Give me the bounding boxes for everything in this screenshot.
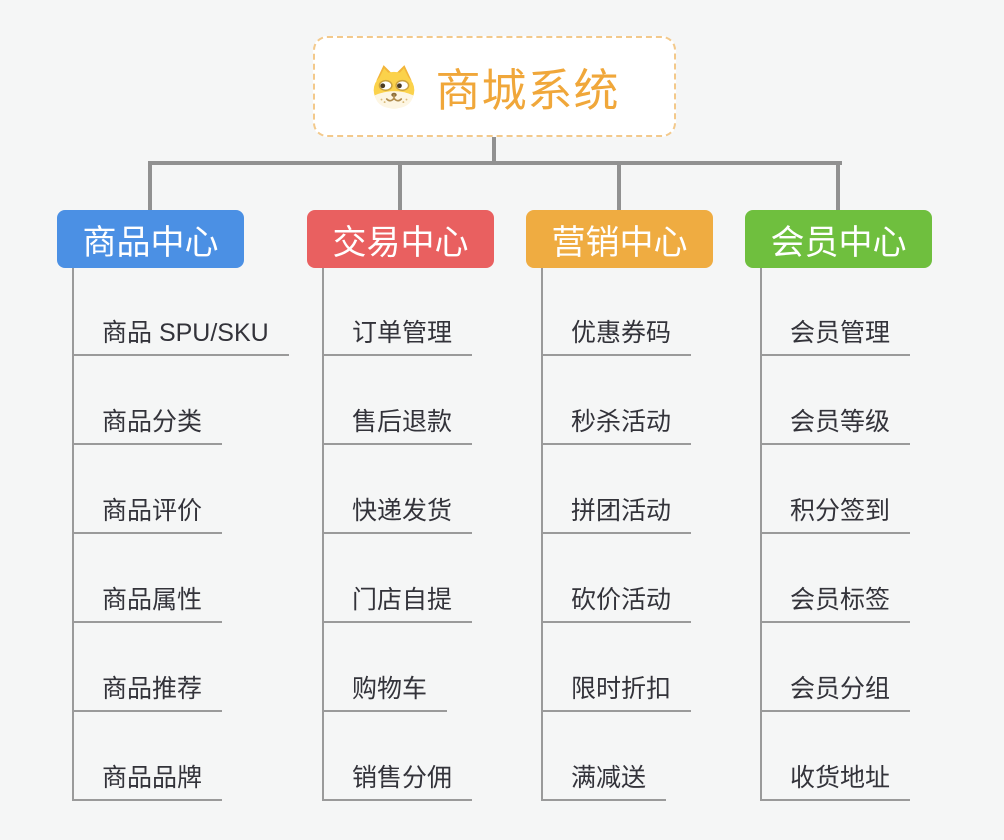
child-node[interactable]: 收货地址 <box>760 765 911 801</box>
connector-spine-product <box>72 268 74 801</box>
doge-icon <box>374 64 415 108</box>
child-node[interactable]: 商品 SPU/SKU <box>72 320 289 356</box>
connector-root-drop <box>492 137 496 164</box>
connector-drop-product <box>148 161 152 211</box>
child-node[interactable]: 售后退款 <box>322 409 473 445</box>
root-node-mall-system[interactable]: 商城系统 <box>313 36 676 137</box>
child-node[interactable]: 秒杀活动 <box>541 409 692 445</box>
connector-drop-trade <box>398 161 402 211</box>
child-node[interactable]: 订单管理 <box>322 320 473 356</box>
child-node[interactable]: 砍价活动 <box>541 587 692 623</box>
connector-drop-marketing <box>617 161 621 211</box>
child-node[interactable]: 拼团活动 <box>541 498 692 534</box>
child-node[interactable]: 商品评价 <box>72 498 223 534</box>
branch-label: 会员中心 <box>770 223 907 262</box>
connector-spine-member <box>760 268 762 801</box>
root-title: 商城系统 <box>435 65 620 116</box>
connector-trunk <box>148 161 842 165</box>
child-node[interactable]: 商品属性 <box>72 587 223 623</box>
child-node[interactable]: 商品品牌 <box>72 765 223 801</box>
child-node[interactable]: 满减送 <box>541 765 667 801</box>
branch-trade-center[interactable]: 交易中心 <box>307 210 494 268</box>
child-node[interactable]: 购物车 <box>322 676 448 712</box>
branch-marketing-center[interactable]: 营销中心 <box>526 210 713 268</box>
child-node[interactable]: 商品推荐 <box>72 676 223 712</box>
child-node[interactable]: 快递发货 <box>322 498 473 534</box>
connector-drop-member <box>836 161 840 211</box>
child-node[interactable]: 销售分佣 <box>322 765 473 801</box>
branch-label: 商品中心 <box>82 223 219 262</box>
child-node[interactable]: 会员分组 <box>760 676 911 712</box>
child-node[interactable]: 限时折扣 <box>541 676 692 712</box>
child-node[interactable]: 商品分类 <box>72 409 223 445</box>
connector-spine-trade <box>322 268 324 801</box>
child-node[interactable]: 会员标签 <box>760 587 911 623</box>
branch-product-center[interactable]: 商品中心 <box>57 210 244 268</box>
branch-label: 营销中心 <box>551 223 688 262</box>
child-node[interactable]: 会员管理 <box>760 320 911 356</box>
child-node[interactable]: 门店自提 <box>322 587 473 623</box>
child-node[interactable]: 优惠券码 <box>541 320 692 356</box>
branch-label: 交易中心 <box>332 223 469 262</box>
branch-member-center[interactable]: 会员中心 <box>745 210 932 268</box>
child-node[interactable]: 积分签到 <box>760 498 911 534</box>
child-node[interactable]: 会员等级 <box>760 409 911 445</box>
connector-spine-marketing <box>541 268 543 801</box>
